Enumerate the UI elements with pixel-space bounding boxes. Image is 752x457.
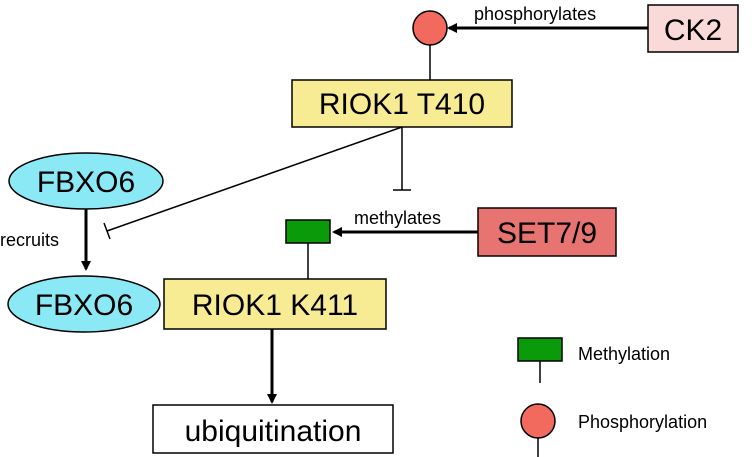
node-riok1-t410: RIOK1 T410 (319, 88, 485, 121)
node-ck2: CK2 (664, 14, 722, 47)
phosphorylation-marker-t410 (412, 10, 448, 46)
node-riok1-t410-box (291, 79, 513, 128)
label-methylates: methylates (354, 208, 441, 228)
edge-inhibit-recruitment-bar (103, 222, 111, 240)
node-set79-box (477, 207, 617, 257)
label-recruits: recruits (0, 230, 59, 250)
legend-methylation-label: Methylation (578, 344, 670, 364)
legend-phosphorylation-swatch (520, 403, 556, 439)
legend-methylation-swatch (517, 337, 563, 362)
node-ubiquitination-box (152, 404, 394, 454)
node-fbxo6-top: FBXO6 (37, 166, 135, 199)
node-ubiquitination: ubiquitination (185, 415, 362, 448)
legend-phosphorylation-label: Phosphorylation (578, 412, 707, 432)
node-fbxo6-bottom-ellipse (7, 275, 161, 333)
node-riok1-k411: RIOK1 K411 (192, 289, 358, 322)
label-phosphorylates: phosphorylates (474, 4, 596, 24)
node-set79: SET7/9 (497, 217, 597, 250)
node-riok1-k411-box (163, 278, 387, 330)
node-ck2-box (647, 4, 739, 53)
edge-inhibit-recruitment (106, 126, 403, 232)
node-fbxo6-bottom: FBXO6 (35, 289, 133, 322)
methylation-marker-k411 (285, 219, 331, 244)
